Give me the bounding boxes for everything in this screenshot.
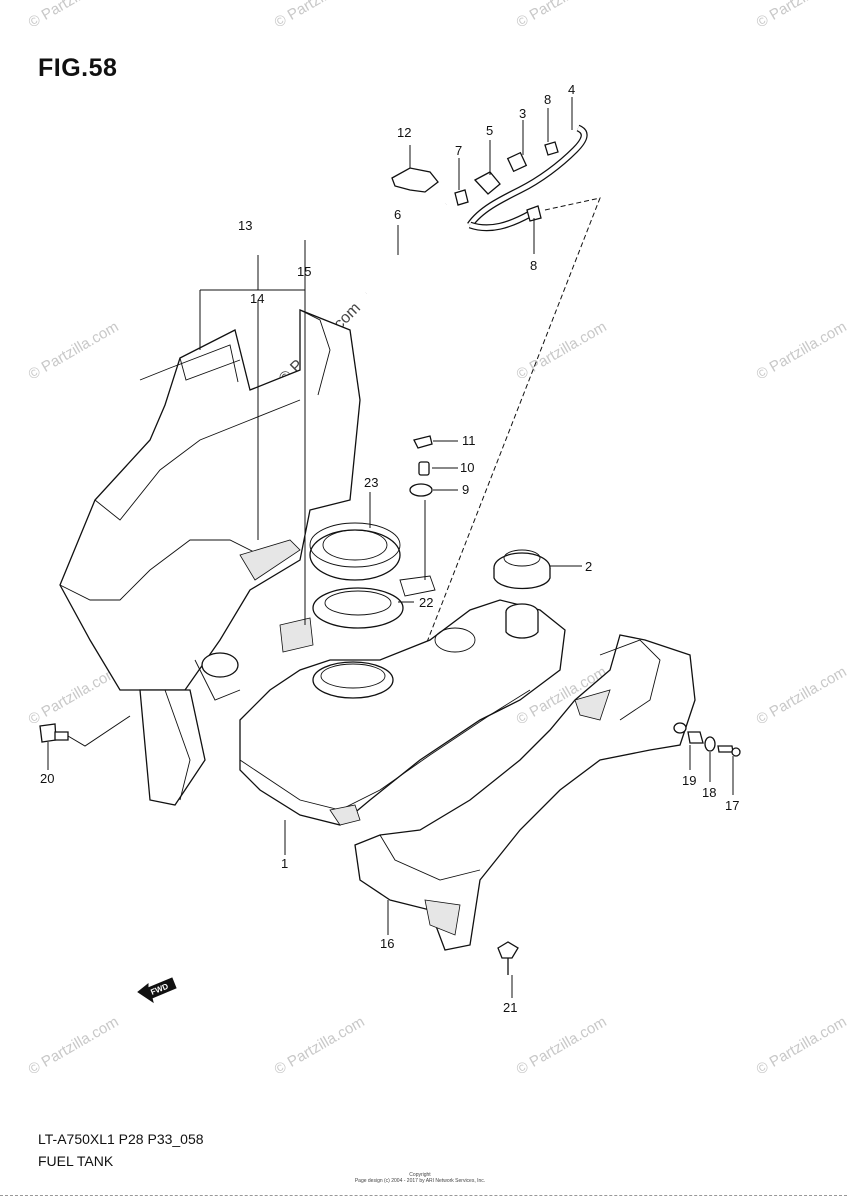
watermark: © Partzilla.com — [754, 663, 847, 728]
figure-name: FUEL TANK — [38, 1153, 114, 1169]
watermark: © Partzilla.com — [514, 318, 610, 383]
copyright-line-2: Page design (c) 2004 - 2017 by ARI Netwo… — [354, 1178, 486, 1184]
watermark: © Partzilla.com — [26, 1013, 122, 1078]
copyright-notice: Copyright Page design (c) 2004 - 2017 by… — [300, 1172, 540, 1184]
callout-1: 1 — [281, 856, 288, 871]
callout-19: 19 — [682, 773, 696, 788]
bottom-rule — [0, 1195, 847, 1196]
callout-23: 23 — [364, 475, 378, 490]
watermark: © Partzilla.com — [514, 0, 610, 31]
model-code: LT-A750XL1 P28 P33_058 — [38, 1131, 204, 1147]
callout-10: 10 — [460, 460, 474, 475]
watermark: © Partzilla.com — [272, 0, 368, 31]
callout-11: 11 — [462, 433, 476, 448]
leader-lines — [47, 97, 734, 998]
callout-18: 18 — [702, 785, 716, 800]
callout-4: 4 — [568, 82, 575, 97]
watermark: © Partzilla.com — [514, 1013, 610, 1078]
fuel-pump-ring-parts — [309, 522, 404, 629]
fuel-tank-part-1 — [239, 575, 566, 826]
watermark: © Partzilla.com — [754, 1013, 847, 1078]
fuel-cap-part-2 — [493, 549, 551, 590]
callout-15: 15 — [297, 264, 311, 279]
callout-6: 6 — [394, 207, 401, 222]
watermark: © Partzilla.com — [754, 318, 847, 383]
figure-title: FIG.58 — [38, 54, 118, 82]
callout-lines-13-14-15 — [199, 240, 306, 625]
watermark: © Partzilla.com — [754, 0, 847, 31]
bracket-part-12 — [391, 150, 439, 193]
callout-3: 3 — [519, 106, 526, 121]
watermark: © Partzilla.com — [26, 663, 122, 728]
forward-arrow: FWD — [137, 977, 177, 1004]
assembly-dash-line — [419, 197, 601, 661]
callout-numbers: 1 2 3 4 5 6 7 8 8 9 10 11 12 13 14 15 16… — [40, 82, 739, 1015]
copyright-line-1: Copyright — [409, 1172, 431, 1178]
watermark: © Partzilla.com — [272, 1013, 368, 1078]
callout-21: 21 — [503, 1000, 517, 1015]
watermark: © Partzilla.com — [26, 0, 122, 31]
callout-7: 7 — [455, 143, 462, 158]
callout-14: 14 — [250, 291, 264, 306]
callout-12: 12 — [397, 125, 411, 140]
callout-2: 2 — [585, 559, 592, 574]
mount-hardware — [409, 435, 433, 580]
callout-13: 13 — [238, 218, 252, 233]
callout-20: 20 — [40, 771, 54, 786]
callout-9: 9 — [462, 482, 469, 497]
callout-5: 5 — [486, 123, 493, 138]
callout-22: 22 — [419, 595, 433, 610]
side-cover-part-16 — [354, 634, 696, 951]
under-cover-part — [59, 309, 361, 806]
callout-8-top: 8 — [544, 92, 551, 107]
callout-16: 16 — [380, 936, 394, 951]
callout-8-bottom: 8 — [530, 258, 537, 273]
hose-parts — [364, 124, 588, 295]
callout-17: 17 — [725, 798, 739, 813]
fasteners — [39, 715, 741, 975]
watermark: © Partzilla.com — [26, 318, 122, 383]
